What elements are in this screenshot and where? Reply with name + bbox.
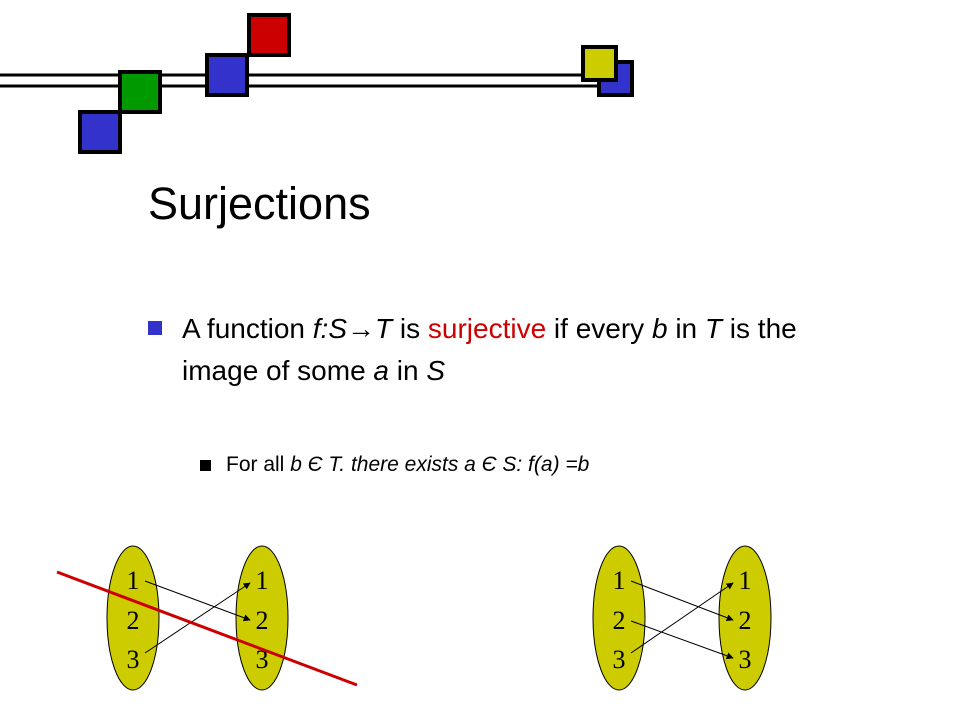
variable-b: b: [651, 313, 668, 344]
decorative-header: [0, 13, 634, 154]
text-segment: if every: [546, 313, 652, 344]
mapping-diagram-right: 1 2 3 1 2 3: [592, 545, 772, 691]
domain-label-3: 3: [127, 645, 140, 674]
sub-bullet-text: For all b Є T. there exists a Є S: f(a) …: [226, 451, 900, 479]
text-segment: is the image of some: [182, 313, 797, 386]
main-bullet: A function f:S→T is surjective if every …: [148, 308, 868, 392]
text-segment: in: [389, 355, 427, 386]
square-blue-mid: [205, 53, 249, 97]
domain-label-3: 3: [613, 645, 626, 674]
domain-ellipse: [106, 545, 160, 691]
sub-bullet: For all b Є T. there exists a Є S: f(a) …: [200, 451, 900, 479]
cross-out-line: [56, 570, 358, 687]
variable-a: a: [373, 355, 389, 386]
square-blue-low: [78, 110, 122, 154]
map-arrow-1-to-2: [144, 580, 251, 622]
map-arrow-1-to-2: [630, 580, 734, 622]
variable-s: S: [426, 355, 446, 386]
map-arrow-3-to-1: [630, 582, 734, 654]
codomain-label-2: 2: [256, 606, 269, 635]
codomain: T: [375, 313, 393, 344]
square-red: [247, 13, 291, 57]
slide-title: Surjections: [148, 178, 371, 229]
domain-label-1: 1: [127, 566, 140, 595]
domain-label-1: 1: [613, 566, 626, 595]
domain-label-2: 2: [127, 606, 140, 635]
map-arrow-3-to-1: [144, 582, 251, 654]
text-segment: in: [667, 313, 705, 344]
codomain-label-1: 1: [739, 566, 752, 595]
main-bullet-text: A function f:S→T is surjective if every …: [182, 308, 868, 392]
sub-bullet-square-icon: [200, 460, 211, 471]
variable-t: T: [704, 313, 723, 344]
codomain-label-3: 3: [256, 645, 269, 674]
arrow-icon: →: [347, 313, 375, 344]
square-green: [118, 70, 162, 114]
square-yellow: [581, 45, 618, 82]
text-segment: A function: [182, 313, 313, 344]
function-name: f:S: [312, 313, 347, 344]
mapping-diagram-left: 1 2 3 1 2 3: [56, 545, 358, 691]
codomain-label-2: 2: [739, 606, 752, 635]
quantifier-expression: b Є T. there exists a Є S: f(a) =b: [290, 453, 590, 476]
text-segment: For all: [226, 453, 291, 476]
mapping-diagrams: 1 2 3 1 2 3 1 2 3 1 2 3: [56, 545, 772, 691]
codomain-label-1: 1: [256, 566, 269, 595]
domain-ellipse: [592, 545, 646, 691]
codomain-label-3: 3: [739, 645, 752, 674]
text-segment: is: [392, 313, 428, 344]
map-arrow-2-to-3: [630, 620, 734, 660]
bullet-square-icon: [148, 321, 162, 335]
highlighted-term: surjective: [427, 313, 547, 344]
domain-label-2: 2: [613, 606, 626, 635]
